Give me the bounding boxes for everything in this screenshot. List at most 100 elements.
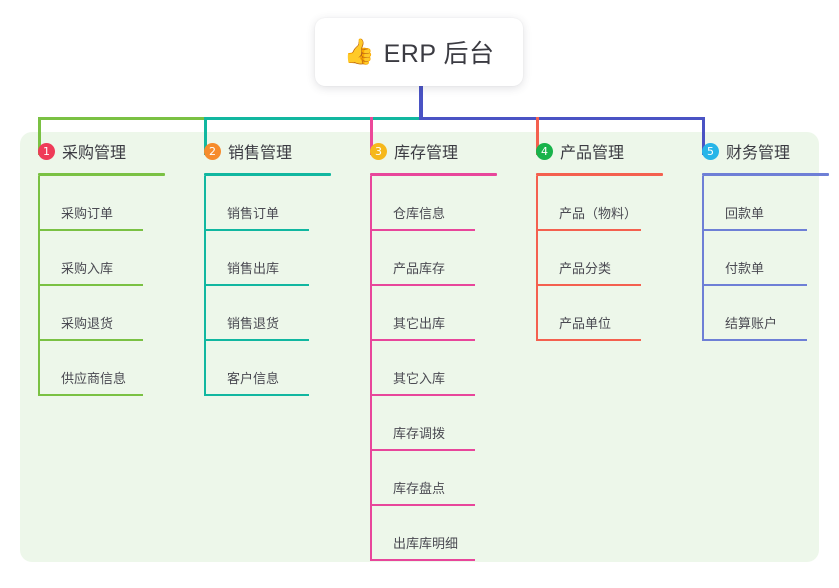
- item-spine: [370, 506, 372, 561]
- connector-stub-2: [204, 117, 207, 155]
- item-spine: [38, 231, 40, 286]
- list-item[interactable]: 销售出库: [204, 231, 346, 286]
- root-node-card[interactable]: 👍 ERP 后台: [315, 18, 523, 86]
- column-1: 1 采购管理采购订单采购入库采购退货供应商信息: [20, 132, 180, 396]
- item-label: 采购退货: [61, 316, 114, 331]
- list-item[interactable]: 付款单: [702, 231, 839, 286]
- connector-stub-4: [536, 117, 539, 155]
- item-spine: [536, 286, 538, 341]
- item-label: 销售退货: [227, 316, 280, 331]
- column-header-rule-4: [536, 173, 663, 176]
- item-spine: [204, 286, 206, 341]
- item-label: 产品库存: [393, 261, 446, 276]
- item-spine: [370, 341, 372, 396]
- column-badge-5: 5: [702, 142, 719, 160]
- column-header-4[interactable]: 4 产品管理: [518, 132, 678, 170]
- column-title-3: 库存管理: [394, 145, 459, 162]
- column-container: 1 采购管理采购订单采购入库采购退货供应商信息 2 销售管理销售订单销售出库销售退货客…: [20, 132, 829, 562]
- connector-bar-segment-3: [419, 117, 705, 120]
- item-spine: [38, 176, 40, 231]
- column-2: 2 销售管理销售订单销售出库销售退货客户信息: [186, 132, 346, 396]
- item-rule: [702, 339, 807, 341]
- column-title-5: 财务管理: [726, 145, 791, 162]
- list-item[interactable]: 其它入库: [370, 341, 512, 396]
- list-item[interactable]: 产品单位: [536, 286, 678, 341]
- item-spine: [370, 176, 372, 231]
- item-rule: [536, 284, 641, 286]
- item-rule: [370, 339, 475, 341]
- item-spine: [370, 451, 372, 506]
- column-header-1[interactable]: 1 采购管理: [20, 132, 180, 170]
- column-4: 4 产品管理产品（物料） 产品分类产品单位: [518, 132, 678, 341]
- root-node-title: ERP 后台: [383, 40, 495, 68]
- item-label: 回款单: [725, 206, 765, 221]
- column-header-3[interactable]: 3 库存管理: [352, 132, 512, 170]
- list-item[interactable]: 供应商信息: [38, 341, 180, 396]
- item-rule: [536, 229, 641, 231]
- list-item[interactable]: 回款单: [702, 176, 839, 231]
- list-item[interactable]: 库存调拨: [370, 396, 512, 451]
- item-spine: [204, 176, 206, 231]
- list-item[interactable]: 采购退货: [38, 286, 180, 341]
- column-title-2: 销售管理: [228, 145, 293, 162]
- column-badge-2: 2: [204, 142, 221, 160]
- column-items-3: 仓库信息产品库存其它出库其它入库库存调拨库存盘点出库库明细: [370, 176, 512, 561]
- list-item[interactable]: 其它出库: [370, 286, 512, 341]
- column-header-2[interactable]: 2 销售管理: [186, 132, 346, 170]
- item-rule: [370, 559, 475, 561]
- list-item[interactable]: 产品分类: [536, 231, 678, 286]
- column-header-rule-2: [204, 173, 331, 176]
- list-item[interactable]: 客户信息: [204, 341, 346, 396]
- column-header-rule-1: [38, 173, 165, 176]
- column-title-1: 采购管理: [62, 145, 127, 162]
- connector-stub-3: [370, 117, 373, 155]
- column-items-2: 销售订单销售出库销售退货客户信息: [204, 176, 346, 396]
- item-rule: [370, 394, 475, 396]
- connector-bar-segment-1: [38, 117, 206, 120]
- column-header-rule-5: [702, 173, 829, 176]
- list-item[interactable]: 仓库信息: [370, 176, 512, 231]
- column-badge-1: 1: [38, 142, 55, 160]
- item-rule: [204, 394, 309, 396]
- item-spine: [370, 286, 372, 341]
- item-spine: [370, 231, 372, 286]
- item-label: 其它出库: [393, 316, 446, 331]
- item-spine: [702, 176, 704, 231]
- list-item[interactable]: 销售退货: [204, 286, 346, 341]
- list-item[interactable]: 结算账户: [702, 286, 839, 341]
- item-rule: [38, 339, 143, 341]
- item-rule: [204, 339, 309, 341]
- item-spine: [38, 341, 40, 396]
- column-items-5: 回款单付款单结算账户: [702, 176, 839, 341]
- item-rule: [38, 284, 143, 286]
- column-header-5[interactable]: 5 财务管理: [684, 132, 839, 170]
- list-item[interactable]: 采购入库: [38, 231, 180, 286]
- item-label: 出库库明细: [393, 536, 459, 551]
- item-spine: [204, 231, 206, 286]
- list-item[interactable]: 采购订单: [38, 176, 180, 231]
- column-badge-3: 3: [370, 142, 387, 160]
- connector-stub-1: [38, 117, 41, 155]
- item-rule: [204, 229, 309, 231]
- item-label: 产品（物料）: [559, 206, 638, 221]
- item-rule: [702, 284, 807, 286]
- item-rule: [204, 284, 309, 286]
- item-rule: [536, 339, 641, 341]
- item-label: 库存调拨: [393, 426, 446, 441]
- list-item[interactable]: 出库库明细: [370, 506, 512, 561]
- item-label: 库存盘点: [393, 481, 446, 496]
- item-spine: [702, 286, 704, 341]
- item-label: 付款单: [725, 261, 765, 276]
- item-spine: [702, 231, 704, 286]
- item-label: 产品分类: [559, 261, 612, 276]
- column-title-4: 产品管理: [560, 145, 625, 162]
- list-item[interactable]: 销售订单: [204, 176, 346, 231]
- item-label: 销售订单: [227, 206, 280, 221]
- item-label: 其它入库: [393, 371, 446, 386]
- item-label: 客户信息: [227, 371, 280, 386]
- list-item[interactable]: 产品库存: [370, 231, 512, 286]
- column-badge-4: 4: [536, 142, 553, 160]
- list-item[interactable]: 产品（物料）: [536, 176, 678, 231]
- item-label: 供应商信息: [61, 371, 127, 386]
- list-item[interactable]: 库存盘点: [370, 451, 512, 506]
